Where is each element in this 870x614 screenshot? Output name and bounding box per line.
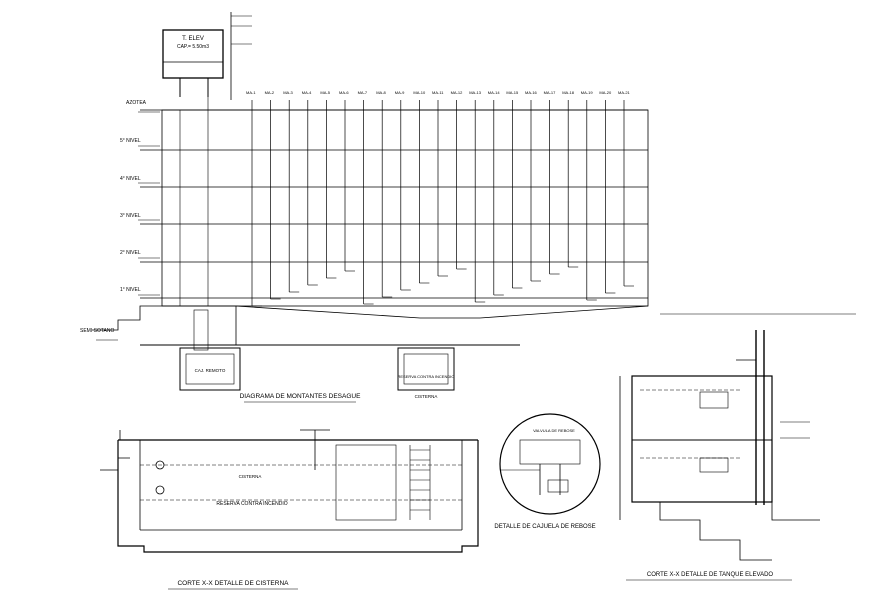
level-label: 2° NIVEL <box>120 250 141 256</box>
riser-label: MA-15 <box>506 90 519 95</box>
riser-label-group: MA-1 MA-2 MA-3 MA-4 MA-5 MA-6 MA-7 MA-8 MA-9 MA-1… <box>246 90 631 95</box>
riser-label: MA-7 <box>358 90 368 95</box>
riser-label: MA-19 <box>581 90 594 95</box>
level-label: 3° NIVEL <box>120 213 141 219</box>
level-label: 5° NIVEL <box>120 138 141 144</box>
riser-label: MA-13 <box>469 90 482 95</box>
riser-label: MA-8 <box>376 90 386 95</box>
detail-circle-title: DETALLE DE CAJUELA DE REBOSE <box>494 524 595 530</box>
level-label: 1° NIVEL <box>120 287 141 293</box>
riser-label: MA-12 <box>451 90 464 95</box>
riser-label: MA-11 <box>432 90 444 95</box>
elevated-tank: T. ELEV CAP.= 5.50m3 <box>162 12 252 100</box>
level-label: 4° NIVEL <box>120 176 141 182</box>
riser-label: MA-6 <box>339 90 349 95</box>
riser-label: MA-1 <box>246 90 256 95</box>
riser-label: MA-2 <box>265 90 275 95</box>
riser-label: MA-5 <box>320 90 330 95</box>
cisterna-left-label: CAJ. REMOTO <box>195 368 226 373</box>
diagram-title: DIAGRAMA DE MONTANTES DESAGUE <box>240 393 362 400</box>
riser-label: MA-9 <box>395 90 405 95</box>
riser-label: MA-17 <box>544 90 557 95</box>
section-tank: CORTE X-X DETALLE DE TANQUE ELEVADO <box>619 313 856 581</box>
section-reserve-text: RESERVA CONTRA INCENDIO <box>216 501 287 507</box>
riser-label: MA-21 <box>618 90 631 95</box>
cisterna-right-label: RESERVA CONTRA INCENDIO <box>398 374 455 379</box>
tank-capacity: CAP.= 5.50m3 <box>177 44 209 50</box>
riser-diagram: AZOTEA 5° NIVEL 4° NIVEL 3° NIVEL 2° NIV… <box>80 90 649 403</box>
riser-label: MA-14 <box>488 90 501 95</box>
section-tank-title: CORTE X-X DETALLE DE TANQUE ELEVADO <box>647 572 773 578</box>
section-cisterna-text: CISTERNA <box>239 474 262 479</box>
level-label: AZOTEA <box>126 100 147 106</box>
riser-group <box>251 100 634 307</box>
level-label: SEMI SOTANO <box>80 328 114 334</box>
riser-label: MA-20 <box>599 90 612 95</box>
riser-label: MA-18 <box>562 90 575 95</box>
tank-title: T. ELEV <box>182 36 204 42</box>
riser-label: MA-10 <box>413 90 426 95</box>
section-cisterna: CISTERNA RESERVA CONTRA INCENDIO CORTE X… <box>100 429 479 590</box>
detail-circle-label: VALVULA DE REBOSE <box>533 428 575 433</box>
section-cisterna-title: CORTE X-X DETALLE DE CISTERNA <box>177 580 289 587</box>
riser-label: MA-3 <box>283 90 293 95</box>
detail-circle: VALVULA DE REBOSE DETALLE DE CAJUELA DE … <box>494 413 601 530</box>
riser-label: MA-16 <box>525 90 538 95</box>
riser-label: MA-4 <box>302 90 312 95</box>
cisterna-note: CISTERNA <box>415 394 438 399</box>
